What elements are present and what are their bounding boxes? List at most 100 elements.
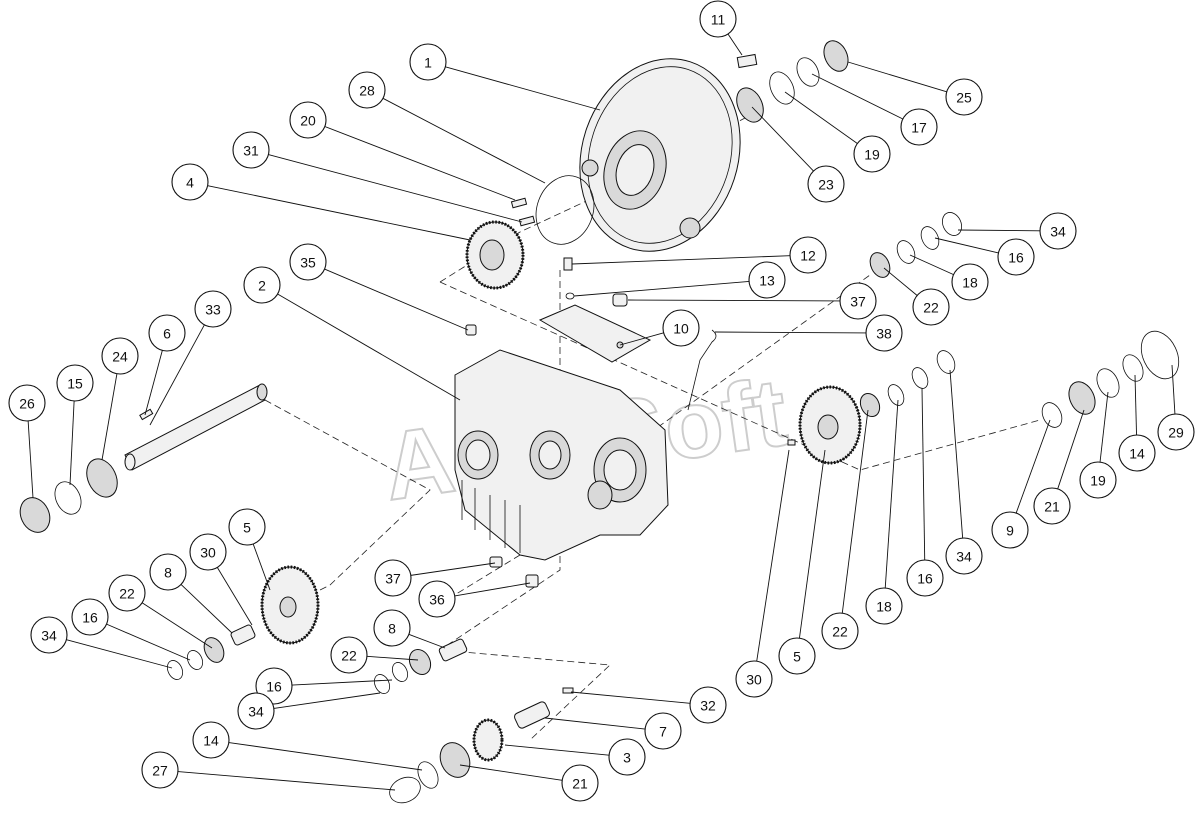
callout-number: 16 bbox=[917, 571, 933, 587]
leader-line-17 bbox=[811, 73, 904, 120]
leader-line-25 bbox=[847, 61, 947, 93]
callout-balloon-32: 32 bbox=[689, 686, 727, 724]
leader-line-10 bbox=[619, 332, 664, 346]
leader-line-22 bbox=[883, 267, 918, 296]
callout-number: 29 bbox=[1168, 425, 1184, 441]
callout-balloon-16: 16 bbox=[997, 238, 1035, 276]
callout-balloon-23: 23 bbox=[807, 165, 845, 203]
leader-line-6 bbox=[144, 350, 163, 416]
callout-number: 1 bbox=[424, 55, 432, 71]
callout-balloon-5: 5 bbox=[228, 508, 266, 546]
callout-number: 5 bbox=[243, 520, 251, 536]
callout-number: 17 bbox=[911, 120, 927, 136]
callout-number: 38 bbox=[876, 326, 892, 342]
callout-number: 14 bbox=[203, 733, 219, 749]
bottom-shaft-assembly bbox=[373, 638, 574, 804]
leader-line-34 bbox=[66, 639, 173, 669]
leader-line-19 bbox=[784, 91, 858, 144]
callout-number: 24 bbox=[112, 349, 128, 365]
leader-line-37 bbox=[627, 299, 841, 302]
callout-balloon-30: 30 bbox=[189, 533, 227, 571]
callout-balloon-17: 17 bbox=[900, 108, 938, 146]
leader-line-29 bbox=[1171, 364, 1176, 415]
right-upper-rings bbox=[869, 212, 963, 278]
callout-number: 34 bbox=[248, 704, 264, 720]
callout-number: 10 bbox=[673, 321, 689, 337]
leader-line-8 bbox=[180, 584, 233, 634]
callout-leaders bbox=[27, 33, 1176, 791]
callout-balloon-34: 34 bbox=[945, 537, 983, 575]
callout-number: 16 bbox=[82, 610, 98, 626]
leader-line-5 bbox=[252, 543, 271, 591]
leader-line-28 bbox=[382, 97, 546, 184]
callout-balloon-10: 10 bbox=[662, 309, 700, 347]
callout-number: 18 bbox=[962, 275, 978, 291]
callout-number: 6 bbox=[163, 326, 171, 342]
callout-number: 15 bbox=[67, 376, 83, 392]
gear-part-4 bbox=[465, 220, 525, 290]
leader-line-34 bbox=[949, 369, 964, 539]
callout-balloon-34: 34 bbox=[30, 616, 68, 654]
callout-number: 27 bbox=[152, 763, 168, 779]
callout-balloon-9: 9 bbox=[991, 511, 1029, 549]
leader-line-27 bbox=[177, 771, 396, 791]
callout-number: 37 bbox=[385, 571, 401, 587]
top-right-seals bbox=[736, 40, 849, 123]
leader-line-21 bbox=[1057, 409, 1085, 490]
callout-number: 37 bbox=[850, 294, 866, 310]
callout-number: 20 bbox=[300, 113, 316, 129]
leader-line-16 bbox=[934, 237, 999, 254]
callout-balloon-12: 12 bbox=[789, 236, 827, 274]
callout-number: 23 bbox=[818, 177, 834, 193]
leader-line-23 bbox=[751, 106, 814, 172]
leader-line-35 bbox=[324, 268, 469, 331]
leader-line-22 bbox=[366, 655, 419, 661]
callout-number: 14 bbox=[1129, 446, 1145, 462]
leader-line-34 bbox=[273, 692, 381, 709]
callout-balloon-7: 7 bbox=[644, 712, 682, 750]
plate-fasteners bbox=[563, 257, 717, 411]
callout-balloon-29: 29 bbox=[1157, 413, 1195, 451]
callout-number: 25 bbox=[956, 90, 972, 106]
gearbox-case-part bbox=[454, 349, 669, 561]
leader-line-8 bbox=[408, 633, 446, 649]
leader-line-14 bbox=[228, 742, 423, 771]
callout-number: 22 bbox=[119, 586, 135, 602]
callout-number: 34 bbox=[41, 628, 57, 644]
leader-line-18 bbox=[884, 399, 899, 589]
leader-line-2 bbox=[277, 293, 461, 401]
callout-balloon-6: 6 bbox=[148, 314, 186, 352]
callout-balloon-33: 33 bbox=[194, 290, 232, 328]
leader-line-37 bbox=[410, 562, 496, 576]
leader-line-12 bbox=[571, 255, 791, 265]
callout-balloon-22: 22 bbox=[108, 574, 146, 612]
callout-balloon-35: 35 bbox=[289, 243, 327, 281]
leader-line-11 bbox=[727, 33, 743, 56]
leader-line-9 bbox=[1015, 419, 1051, 514]
callout-balloon-3: 3 bbox=[608, 738, 646, 776]
callout-balloon-22: 22 bbox=[912, 288, 950, 326]
leader-line-15 bbox=[69, 400, 75, 486]
leader-line-18 bbox=[909, 254, 954, 276]
callout-number: 19 bbox=[1090, 473, 1106, 489]
leader-line-22 bbox=[841, 409, 869, 614]
callout-number: 34 bbox=[956, 549, 972, 565]
callout-balloon-28: 28 bbox=[348, 71, 386, 109]
callout-balloon-8: 8 bbox=[373, 609, 411, 647]
leader-line-19 bbox=[1099, 391, 1109, 463]
callout-number: 4 bbox=[186, 175, 194, 191]
callout-number: 9 bbox=[1006, 523, 1014, 539]
callout-balloon-25: 25 bbox=[945, 78, 983, 116]
callout-number: 22 bbox=[832, 624, 848, 640]
far-right-bearing-set bbox=[1041, 330, 1180, 428]
callout-number: 19 bbox=[864, 147, 880, 163]
leader-line-1 bbox=[445, 66, 601, 111]
leader-line-22 bbox=[141, 602, 213, 649]
callout-number: 13 bbox=[759, 273, 775, 289]
callout-number: 21 bbox=[572, 776, 588, 792]
leader-line-20 bbox=[324, 126, 516, 201]
callout-balloon-21: 21 bbox=[1033, 487, 1071, 525]
left-gear-assembly bbox=[166, 565, 320, 680]
callout-number: 30 bbox=[746, 672, 762, 688]
flywheel-housing-part bbox=[579, 58, 741, 252]
